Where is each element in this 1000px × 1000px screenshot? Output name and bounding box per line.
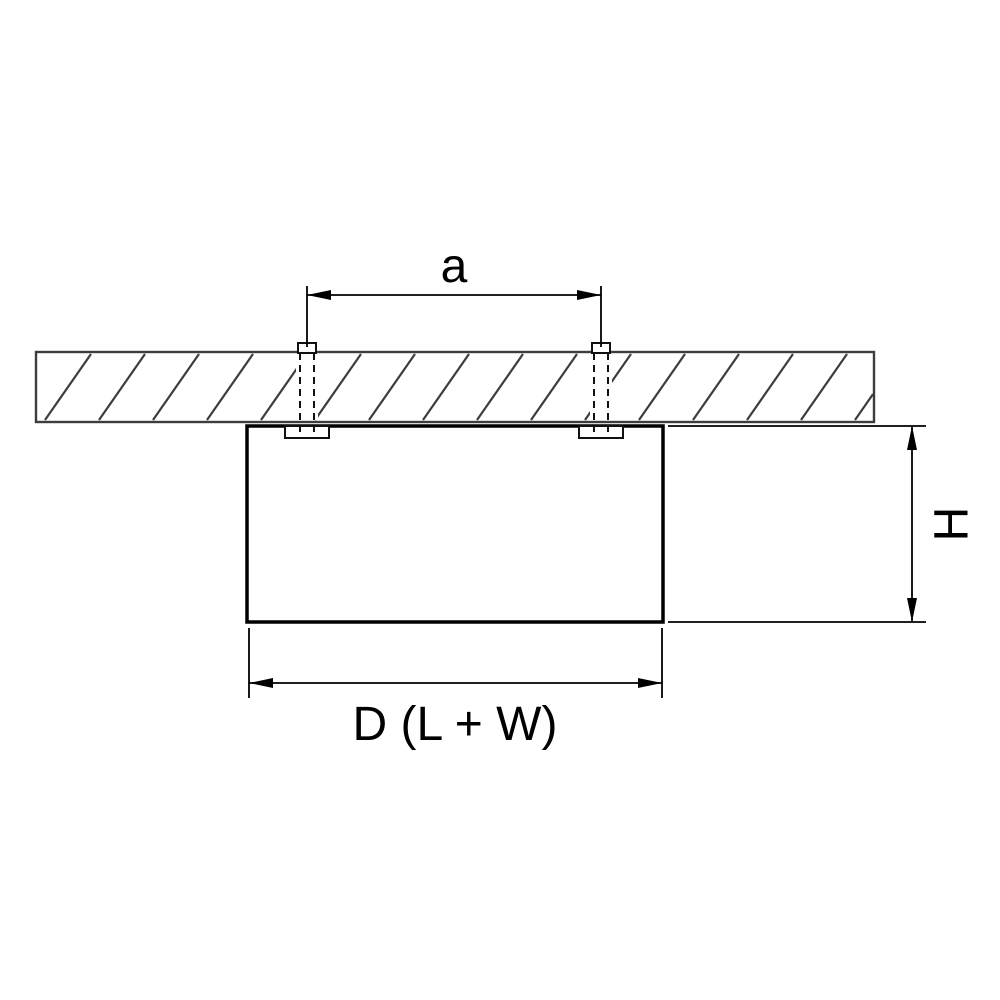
hatch-line <box>206 353 254 421</box>
dim-a-arrow-left <box>307 290 331 300</box>
hatch-line <box>44 353 92 421</box>
mount-tab-right <box>578 425 624 439</box>
hatch-line <box>98 353 146 421</box>
dimension-h: H <box>668 425 979 623</box>
fixture-body <box>245 424 665 624</box>
hatch-line <box>746 353 794 421</box>
hatch-line <box>800 353 848 421</box>
dim-h-arrow-top <box>907 426 917 450</box>
dim-a-label: a <box>441 240 468 293</box>
mount-screw-right <box>578 342 624 439</box>
dim-d-arrow-left <box>249 678 273 688</box>
dim-a-arrow-right <box>577 290 601 300</box>
dimension-a: a <box>306 240 602 347</box>
dim-d-arrow-right <box>638 678 662 688</box>
dimension-d: D (L + W) <box>248 628 663 751</box>
ceiling-band <box>34 350 876 424</box>
hatch-line <box>638 353 686 421</box>
hatch-line <box>368 353 416 421</box>
hatch-line <box>692 353 740 421</box>
ceiling-section <box>34 350 876 424</box>
hatch-line <box>314 353 362 421</box>
hatch-line <box>152 353 200 421</box>
dim-d-label: D (L + W) <box>353 698 558 751</box>
screw-gap-left <box>296 354 318 420</box>
mount-tab-left <box>284 425 330 439</box>
hatch-line <box>476 353 524 421</box>
hatch-line <box>854 393 874 421</box>
mount-screw-left <box>284 342 330 439</box>
dim-h-label: H <box>926 507 979 542</box>
hatch-line <box>530 353 578 421</box>
dim-h-arrow-bottom <box>907 598 917 622</box>
hatch-line <box>422 353 470 421</box>
screw-gap-right <box>590 354 612 420</box>
